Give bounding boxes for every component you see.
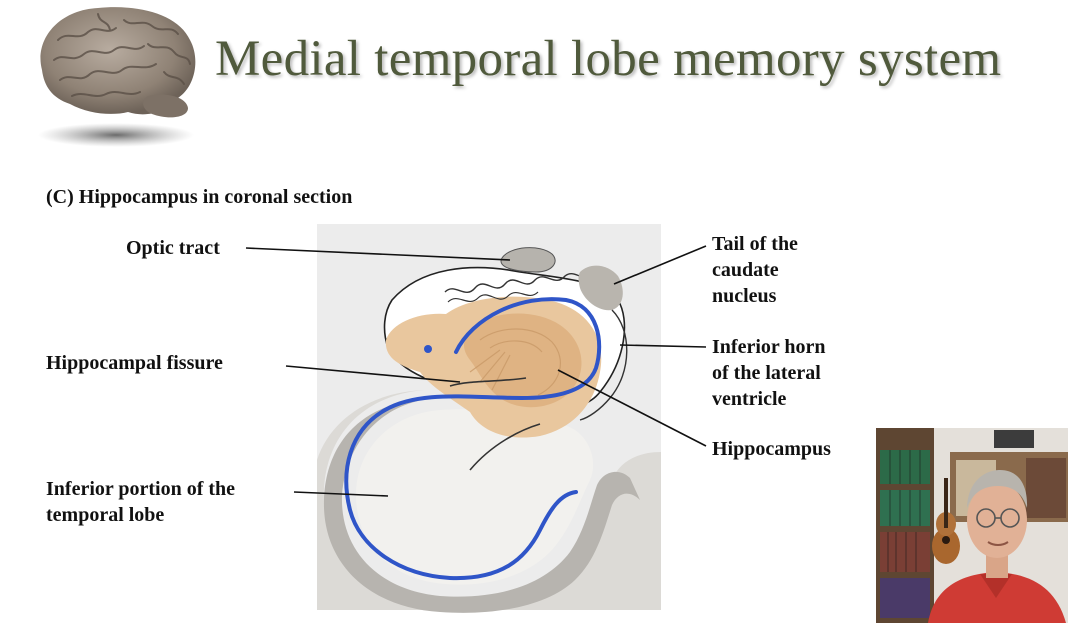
choroid-plexus (444, 273, 593, 293)
annotation-stroke (344, 297, 602, 581)
leader-hippocampal-fissure (285, 365, 461, 383)
leader-tail-caudate (613, 245, 707, 285)
lower-fissure (469, 423, 541, 471)
leader-hippocampus (557, 369, 707, 447)
label-inferior-temporal: Inferior portion of the temporal lobe (46, 478, 236, 526)
leader-inferior-temporal (293, 491, 389, 497)
presenter-webcam (876, 428, 1068, 623)
fissure-curve (449, 377, 527, 387)
slide-title: Medial temporal lobe memory system (215, 31, 1002, 87)
temporal-lobe-region (317, 390, 661, 611)
label-optic-tract: Optic tract (126, 237, 220, 259)
caudate-tail-structure (578, 265, 623, 311)
leader-optic-tract (245, 247, 511, 261)
label-tail-caudate: Tail of the caudate nucleus (712, 233, 798, 307)
brain-logo-icon (38, 7, 196, 147)
label-inferior-horn: Inferior horn of the lateral ventricle (712, 336, 826, 410)
figure-caption: (C) Hippocampus in coronal section (46, 186, 353, 208)
annotation-dot (424, 345, 432, 353)
optic-tract-structure (500, 247, 556, 273)
leader-inferior-horn (619, 344, 707, 348)
label-hippocampus: Hippocampus (712, 438, 831, 460)
presenter-webcam-icon (876, 428, 1068, 623)
hippocampus-inner (464, 313, 582, 408)
label-hippocampal-fissure: Hippocampal fissure (46, 352, 223, 374)
